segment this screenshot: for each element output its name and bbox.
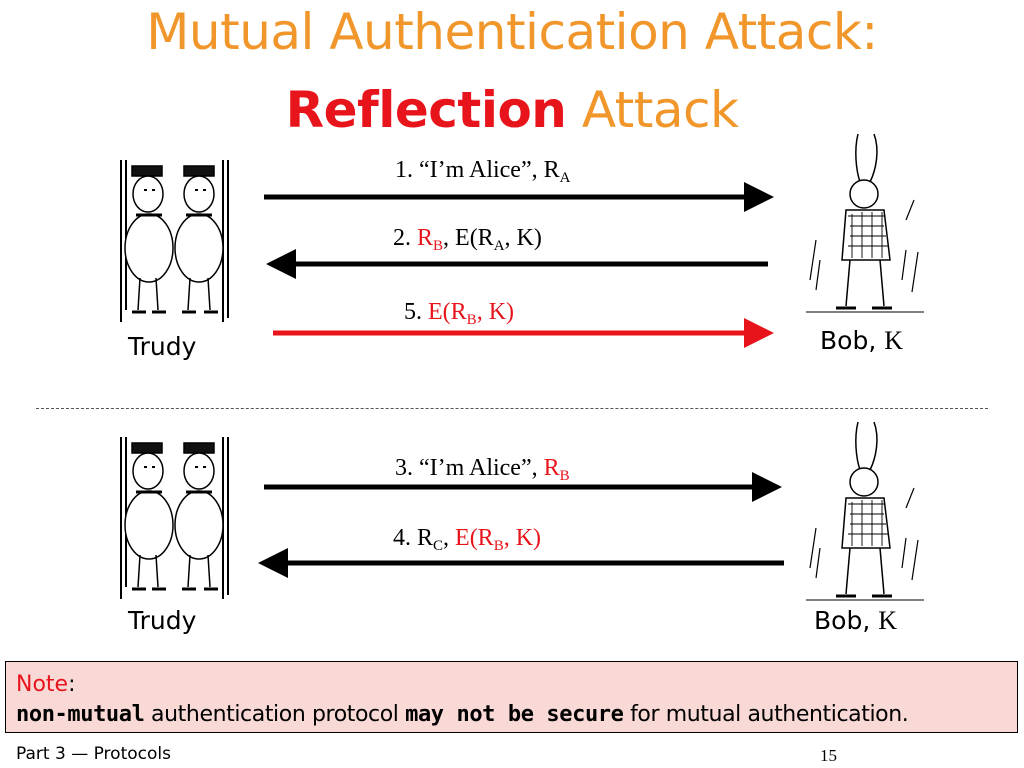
msg1-num: 1.	[395, 157, 419, 183]
footer-section: Part 3 — Protocols	[16, 744, 171, 764]
footer-dash: —	[71, 744, 89, 764]
msg4-num: 4.	[393, 525, 417, 551]
bob-key-bottom: K	[878, 606, 897, 635]
trudy-illustration-bottom	[118, 437, 232, 599]
section-divider	[36, 408, 988, 409]
msg2-mid: , E(R	[443, 225, 494, 251]
trudy-illustration-top	[118, 160, 232, 322]
message-1: 1. “I’m Alice”, RA	[395, 156, 571, 186]
note-text2: for mutual authentication.	[630, 702, 909, 727]
msg4-r-sub: C	[433, 538, 444, 554]
note-bold-nonmutual: non-mutual	[16, 702, 145, 727]
bob-name-top: Bob,	[820, 326, 877, 355]
bob-name-bottom: Bob,	[814, 606, 871, 635]
msg4-sep: ,	[443, 525, 456, 551]
note-box: Note: non-mutual authentication protocol…	[5, 661, 1018, 733]
msg5-num: 5.	[404, 299, 428, 325]
bob-key-top: K	[884, 326, 903, 355]
msg2-mid-sub: A	[493, 238, 505, 254]
msg2-rb: RB	[417, 225, 444, 254]
trudy-label-bottom: Trudy	[128, 606, 197, 635]
bob-illustration-bottom	[806, 418, 924, 610]
message-5: 5. E(RB, K)	[404, 298, 515, 328]
msg3-text: “I’m Alice”,	[419, 455, 544, 481]
msg4-e: E(RB, K)	[455, 525, 542, 554]
message-2: 2. RB, E(RA, K)	[393, 224, 542, 254]
footer-topic: Protocols	[93, 744, 171, 764]
msg3-num: 3.	[395, 455, 419, 481]
slide-title-line1: Mutual Authentication Attack:	[146, 3, 878, 61]
footer-part: Part 3	[16, 744, 66, 764]
note-bold-notsecure: may not be secure	[405, 702, 624, 727]
note-text: non-mutual authentication protocol may n…	[16, 702, 909, 727]
note-word: Note	[16, 672, 69, 697]
slide-title-line2: Reflection Attack	[0, 80, 1024, 140]
trudy-label-top: Trudy	[128, 332, 197, 361]
note-heading: Note:	[16, 672, 76, 697]
note-text1: authentication protocol	[151, 702, 399, 727]
title-rest: Attack	[581, 81, 739, 139]
msg1-text: “I’m Alice”, R	[419, 157, 560, 183]
msg5-red: E(RB, K)	[428, 299, 515, 328]
bob-label-top: Bob, K	[820, 326, 903, 356]
message-4: 4. RC, E(RB, K)	[393, 524, 542, 554]
page-number: 15	[820, 746, 837, 765]
note-colon: :	[68, 672, 76, 697]
msg4-r: R	[417, 525, 434, 551]
title-highlight: Reflection	[285, 81, 567, 139]
msg2-num: 2.	[393, 225, 417, 251]
msg2-end: , K)	[504, 225, 542, 251]
bob-label-bottom: Bob, K	[814, 606, 897, 636]
bob-illustration-top	[806, 130, 924, 322]
message-3: 3. “I’m Alice”, RB	[395, 454, 570, 484]
msg1-sub: A	[559, 170, 571, 186]
msg3-rb: RB	[543, 455, 570, 484]
